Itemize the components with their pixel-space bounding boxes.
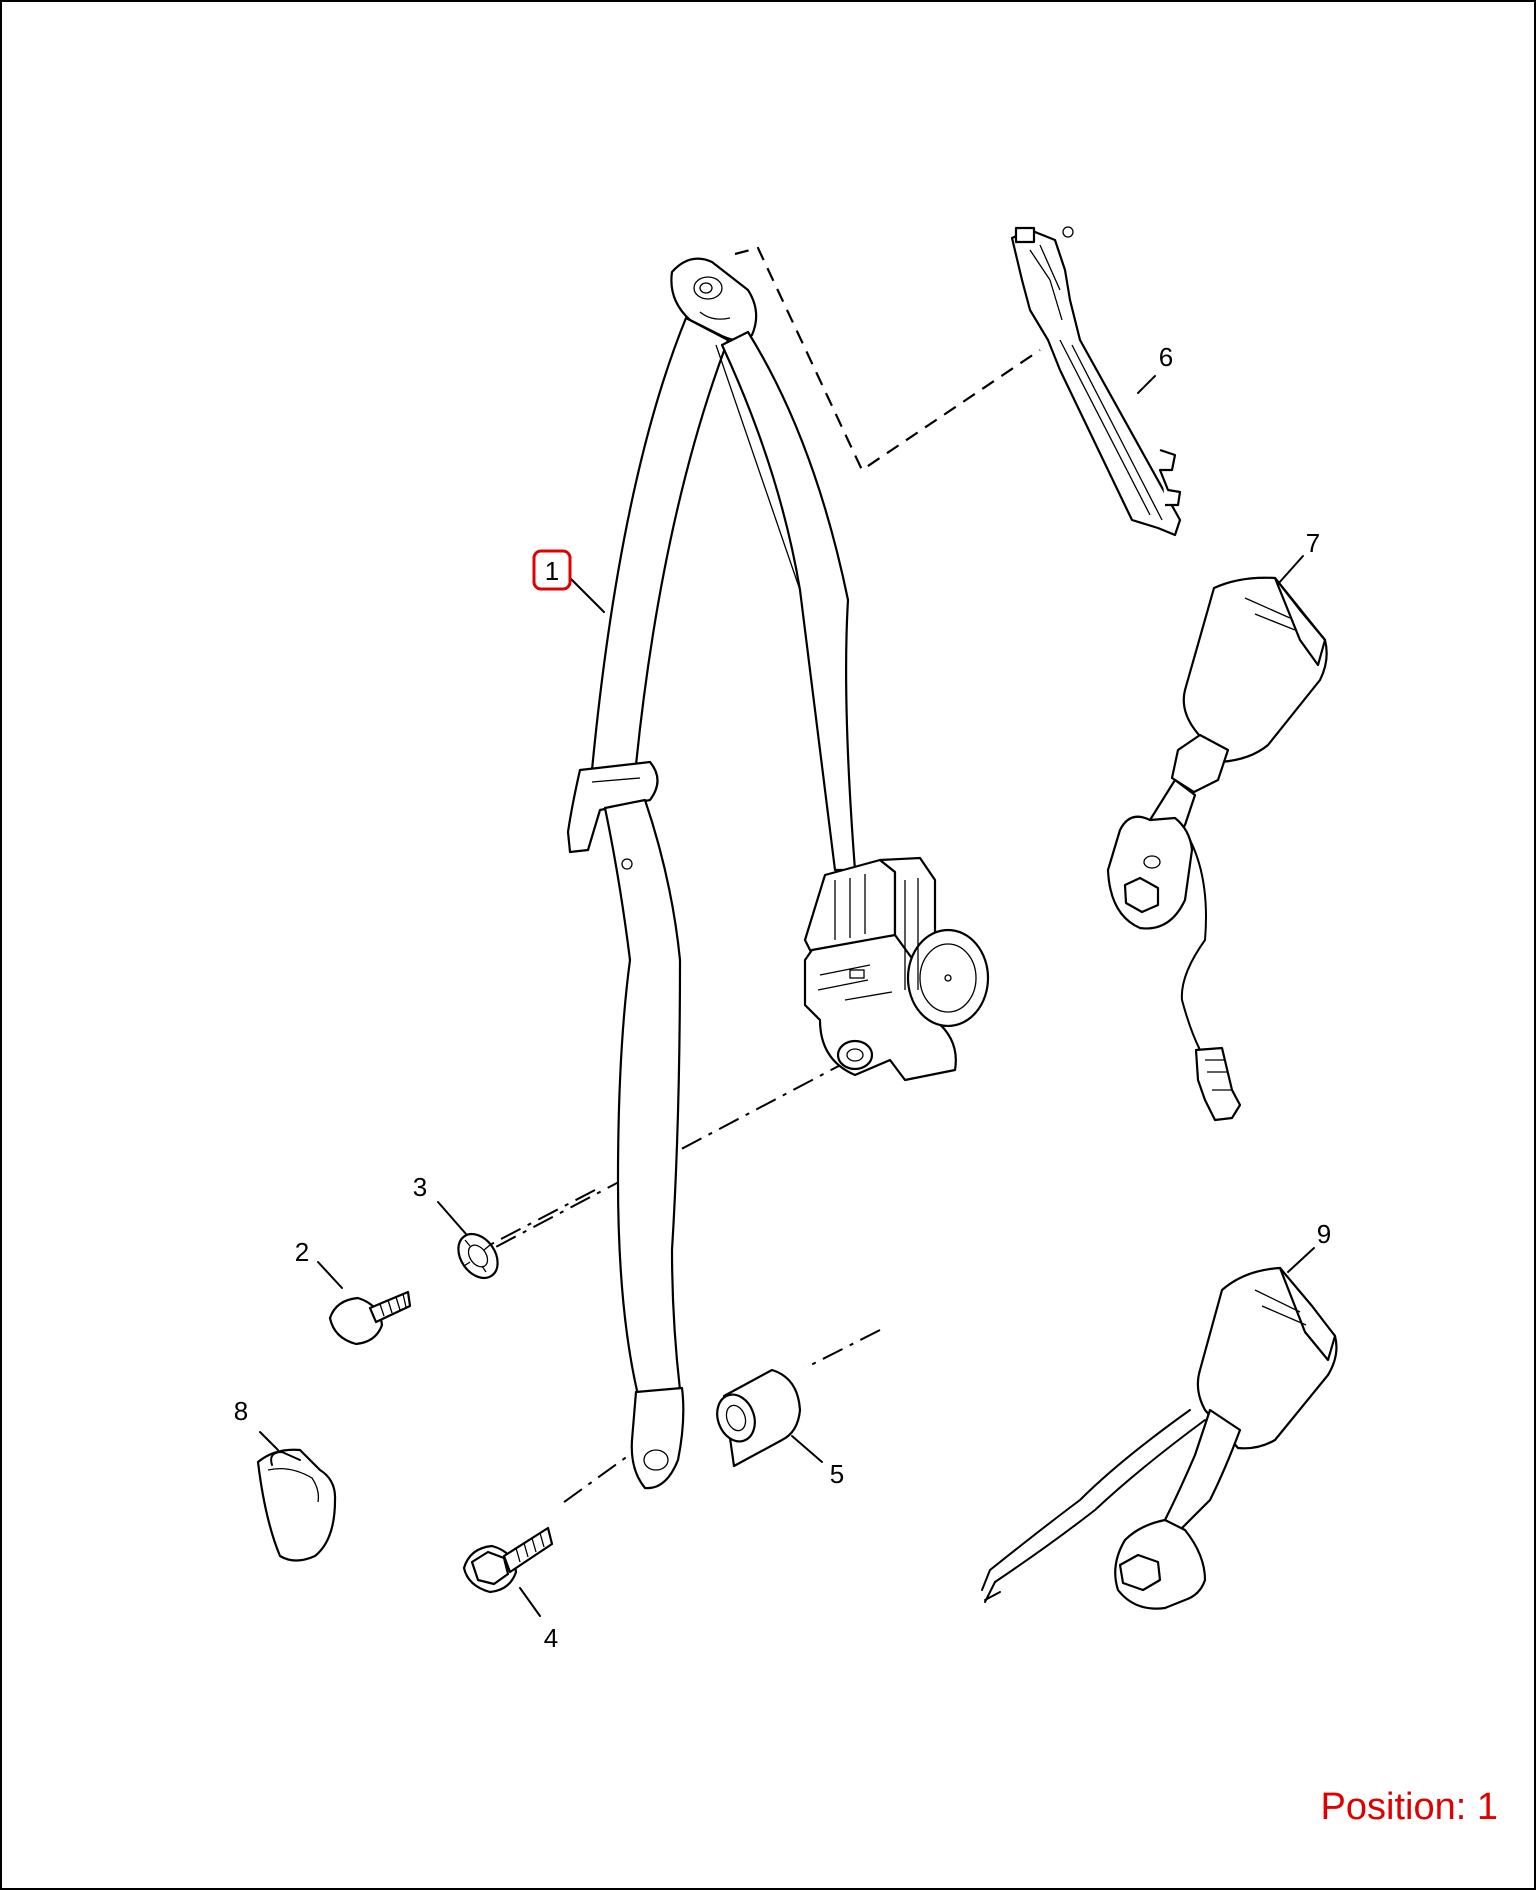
part-lower-buckle[interactable]: [981, 1266, 1338, 1610]
part-seat-belt-assembly[interactable]: [566, 257, 990, 1490]
callout-4[interactable]: 4: [544, 1623, 558, 1653]
part-spacer-sleeve[interactable]: [711, 1368, 802, 1468]
part-bolt-short[interactable]: [328, 1290, 412, 1346]
guide-line-washer: [479, 1189, 596, 1251]
leader-4: [519, 1587, 541, 1617]
guide-line-retractor: [489, 1059, 851, 1251]
leader-3: [437, 1201, 467, 1235]
callout-3[interactable]: 3: [413, 1172, 427, 1202]
leader-7: [1277, 555, 1304, 585]
part-clip-cover[interactable]: [256, 1448, 337, 1562]
callout-6[interactable]: 6: [1159, 342, 1173, 372]
leader-6: [1137, 375, 1156, 394]
callout-8[interactable]: 8: [234, 1396, 248, 1426]
part-bolt-long[interactable]: [462, 1526, 554, 1594]
guide-line-spacer: [804, 1329, 881, 1369]
callout-5[interactable]: 5: [830, 1459, 844, 1489]
callout-2[interactable]: 2: [295, 1237, 309, 1267]
callout-9[interactable]: 9: [1317, 1219, 1331, 1249]
position-label: Position: 1: [1320, 1786, 1498, 1828]
leader-8: [259, 1431, 279, 1451]
leader-5: [791, 1435, 823, 1463]
callout-1[interactable]: 1: [545, 556, 559, 586]
part-lock-washer[interactable]: [450, 1227, 505, 1286]
leader-1: [569, 577, 605, 613]
callout-7[interactable]: 7: [1306, 528, 1320, 558]
part-buckle-with-harness[interactable]: [1106, 576, 1328, 1122]
leader-9: [1287, 1247, 1315, 1273]
guide-line-top: [734, 246, 1041, 472]
part-height-adjuster[interactable]: [1010, 226, 1182, 537]
leader-2: [317, 1261, 343, 1289]
callout-highlight-box: [532, 549, 572, 591]
